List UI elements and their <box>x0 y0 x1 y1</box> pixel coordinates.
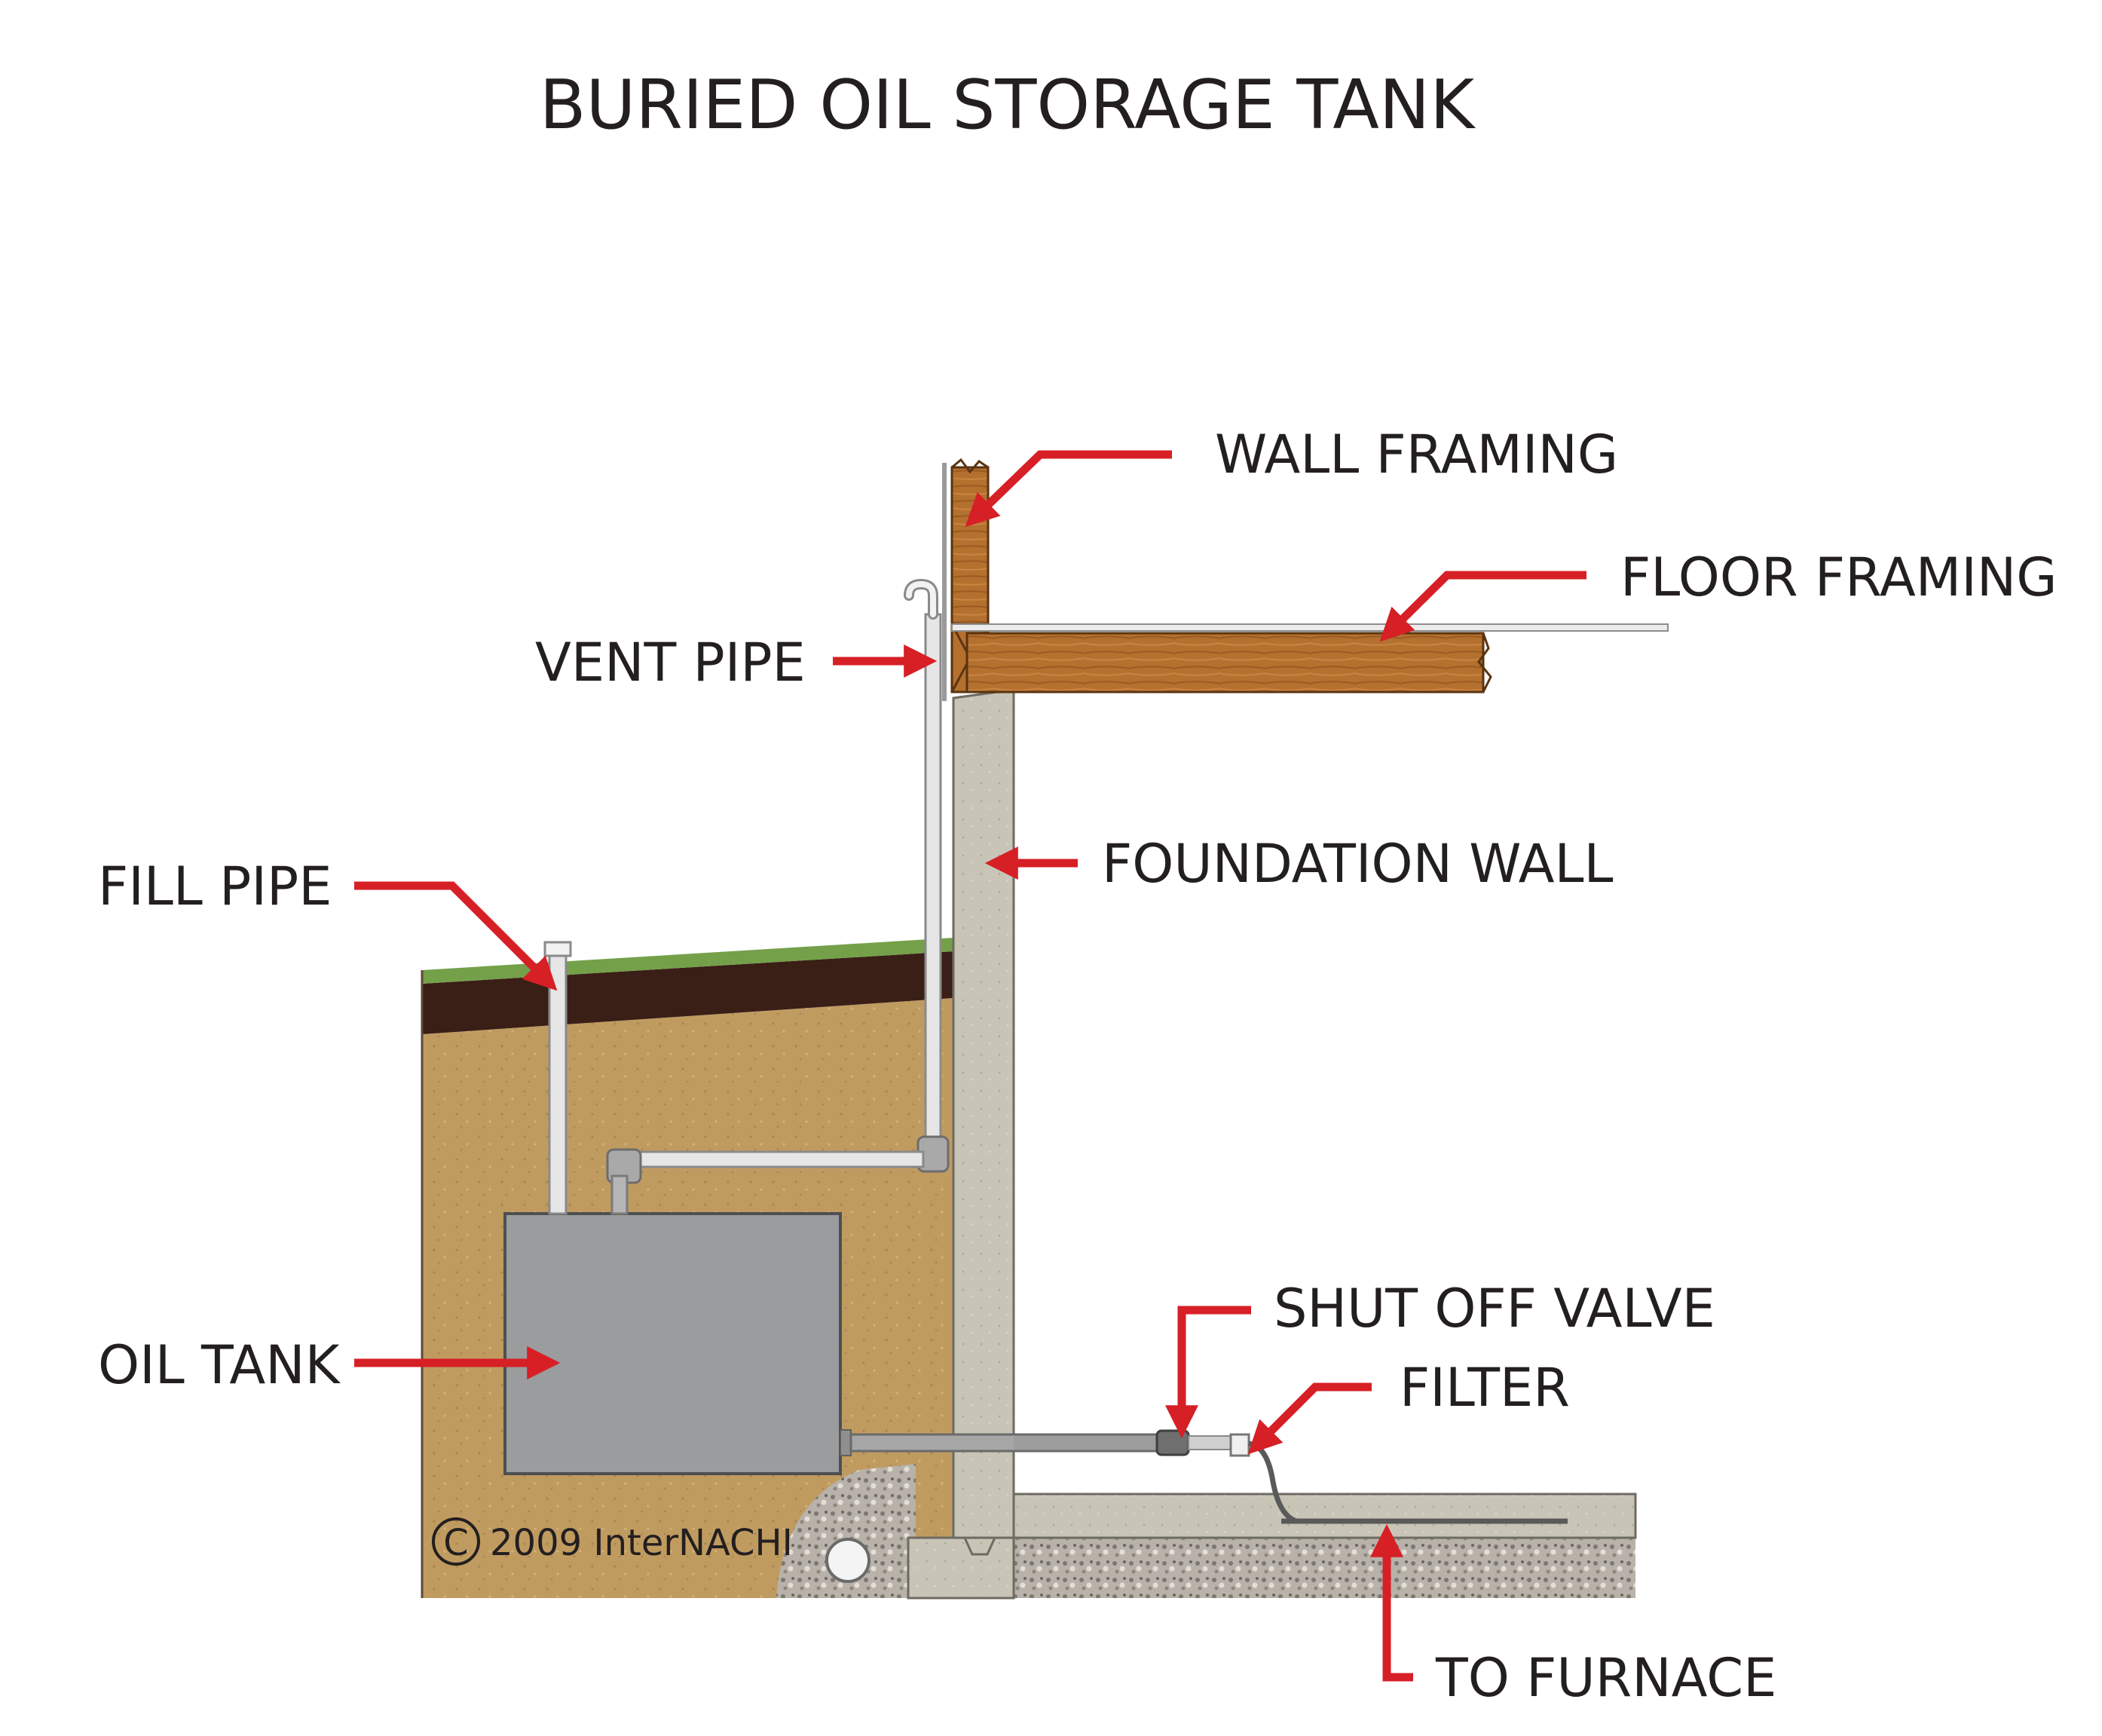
subfloor <box>951 623 1669 632</box>
fill-pipe-cap <box>543 941 572 957</box>
foundation-wall <box>952 688 1015 1539</box>
footing-key <box>963 1537 996 1556</box>
floor-slab-section <box>1012 1493 1637 1598</box>
arrow-filter <box>1247 1382 1372 1455</box>
supply-pipe-outlet <box>840 1429 852 1456</box>
copyright: C 2009 InterNACHI <box>432 1517 793 1566</box>
label-floor-framing: FLOOR FRAMING <box>1620 547 2057 608</box>
vent-pipe-drop <box>610 1174 629 1215</box>
slab-gravel <box>1014 1538 1635 1598</box>
labels: WALL FRAMING FLOOR FRAMING VENT PIPE FOU… <box>98 424 2057 1709</box>
diagram-title: BURIED OIL STORAGE TANK <box>540 66 1476 145</box>
label-oil-tank: OIL TANK <box>98 1334 341 1396</box>
supply-pipe-to-filter <box>1188 1435 1233 1450</box>
oil-filter <box>1229 1433 1250 1457</box>
label-vent-pipe: VENT PIPE <box>535 632 806 693</box>
arrow-floor-framing <box>1379 571 1586 642</box>
arrow-wall-framing <box>965 450 1172 528</box>
pipes <box>543 578 1298 1524</box>
arrow-shut-off-valve <box>1165 1306 1251 1439</box>
arrows <box>354 450 1586 1682</box>
framing-section <box>942 458 1669 701</box>
footing-block <box>907 1536 1015 1600</box>
label-foundation-wall: FOUNDATION WALL <box>1102 833 1613 895</box>
copyright-circle <box>432 1517 480 1566</box>
shut-off-valve <box>1155 1429 1190 1456</box>
arrow-to-furnace <box>1370 1523 1413 1682</box>
foundation-wall-section <box>952 688 1015 1539</box>
floor-slab <box>1012 1493 1637 1539</box>
floor-joist <box>965 632 1485 693</box>
label-wall-framing: WALL FRAMING <box>1215 424 1618 485</box>
vent-pipe-vertical <box>924 613 942 1144</box>
supply-pipe-interior <box>1014 1436 1164 1450</box>
footing <box>907 1536 1015 1600</box>
label-shut-off-valve: SHUT OFF VALVE <box>1274 1278 1715 1340</box>
fill-pipe <box>548 952 568 1215</box>
vent-pipe-horizontal <box>617 1150 925 1168</box>
vent-pipe-cap-inner <box>906 580 936 617</box>
drain-pipe <box>825 1538 870 1583</box>
copyright-text: 2009 InterNACHI <box>490 1522 793 1564</box>
oil-tank <box>503 1212 842 1475</box>
copyright-symbol: C <box>443 1522 469 1564</box>
drain-gravel <box>776 1464 916 1598</box>
label-to-furnace: TO FURNACE <box>1435 1647 1776 1709</box>
floor-joist-break <box>1477 632 1492 693</box>
label-fill-pipe: FILL PIPE <box>98 856 332 917</box>
arrow-fill-pipe <box>354 881 558 991</box>
wall-framing <box>950 466 990 626</box>
wall-framing-break <box>951 458 989 474</box>
oil-tank-section <box>503 1212 842 1475</box>
label-filter: FILTER <box>1400 1357 1570 1419</box>
